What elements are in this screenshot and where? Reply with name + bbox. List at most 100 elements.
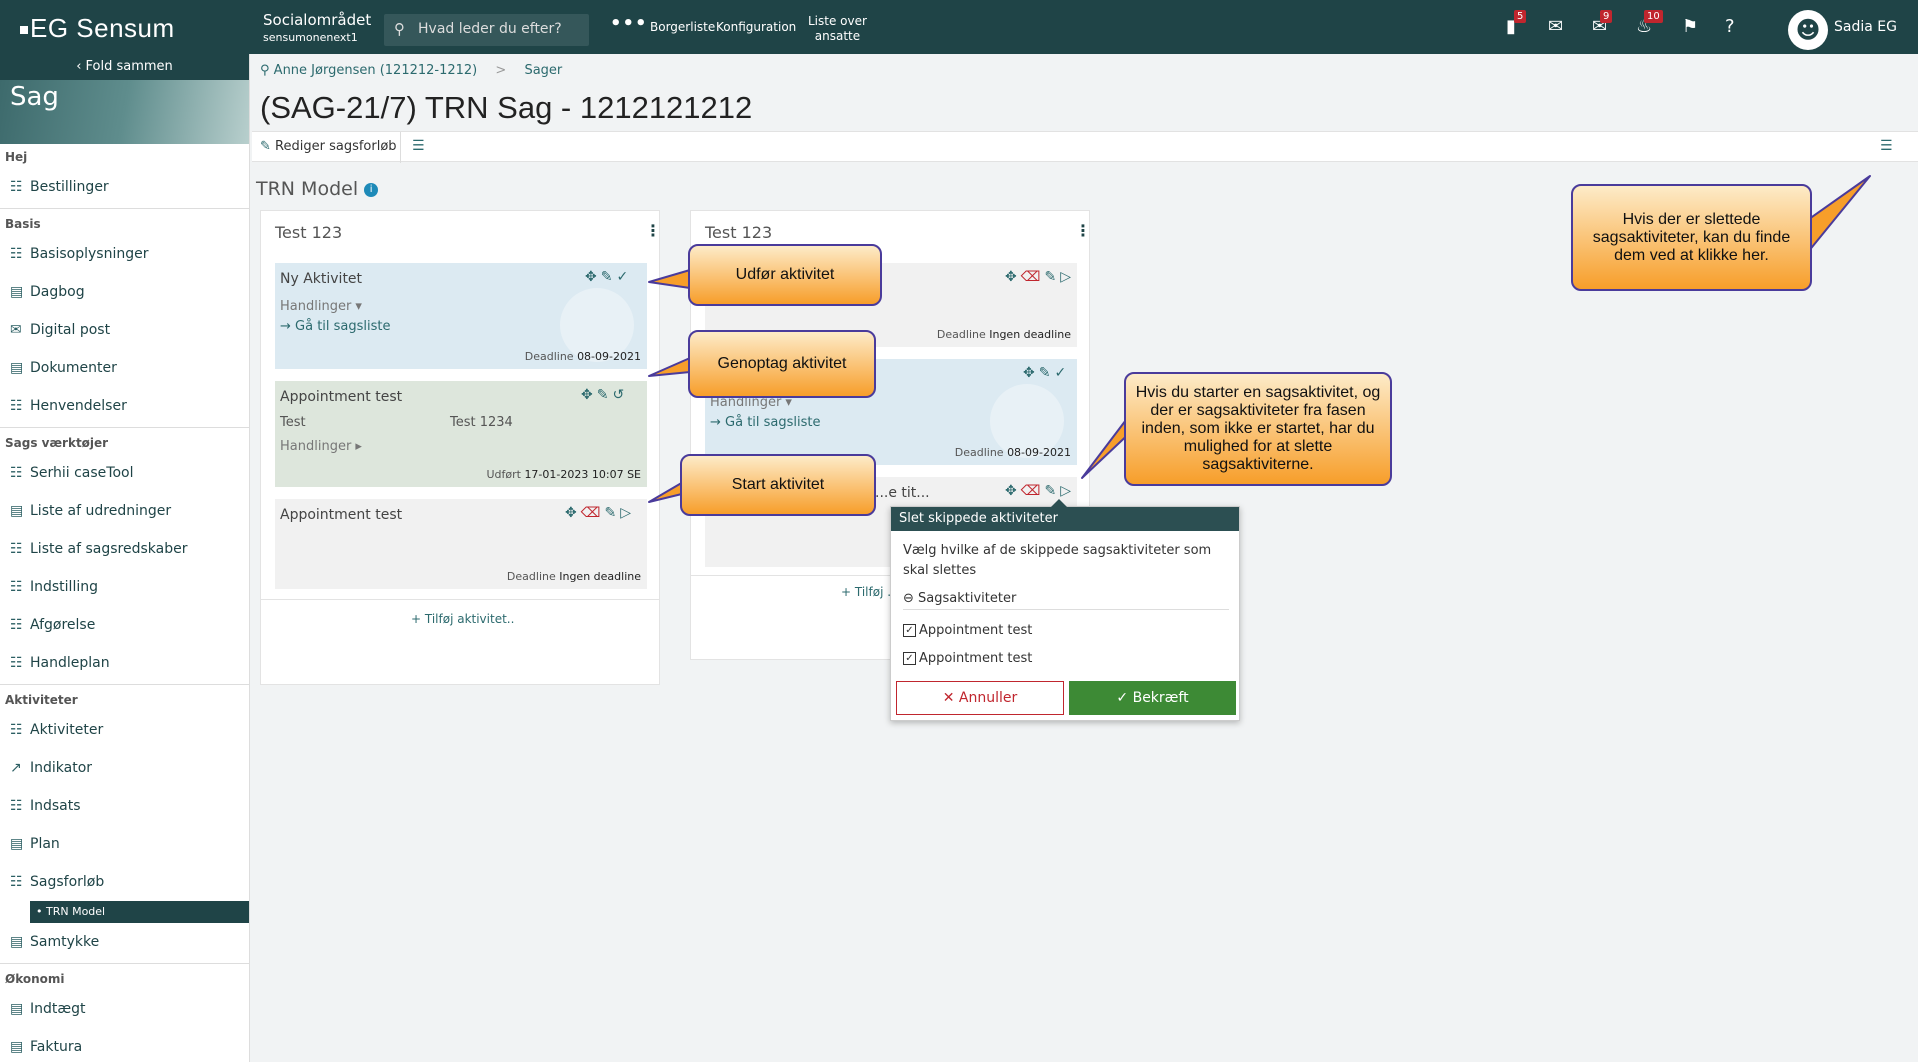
nav-configuration[interactable]: Konfiguration [716,20,797,34]
fold-sidebar-button[interactable]: ‹ Fold sammen [0,54,249,80]
bell-icon[interactable]: ♨10 [1636,10,1663,37]
clock-watermark-icon [560,288,634,362]
sidebar-item-sagsforlob[interactable]: ☷Sagsforløb [0,863,249,901]
goto-case-list-link[interactable]: → Gå til sagsliste [280,319,391,334]
document-icon: ▤ [10,934,24,950]
play-icon[interactable]: ▷ [620,505,636,521]
sidebar-item-plan[interactable]: ▤Plan [0,825,249,863]
activity-card[interactable]: Ny Aktivitet ✥✎✓ Handlinger ▾ → Gå til s… [275,263,647,369]
book-icon: ▤ [10,284,24,300]
sidebar-item-udredninger[interactable]: ▤Liste af udredninger [0,492,249,530]
sidebar-item-indsats[interactable]: ☷Indsats [0,787,249,825]
edit-case-flow-button[interactable]: ✎ Rediger sagsforløb [260,139,397,154]
pencil-icon[interactable]: ✎ [1044,269,1061,285]
cancel-button[interactable]: ✕ Annuller [896,681,1064,715]
breadcrumb-cases[interactable]: Sager [524,63,563,78]
sidebar-item-henvendelser[interactable]: ☷Henvendelser [0,387,249,425]
sidebar-item-bestillinger[interactable]: ☷Bestillinger [0,168,249,206]
model-title: TRN Model i [256,178,379,200]
tree-icon: ☷ [10,541,23,557]
sidebar-item-aktiviteter[interactable]: ☷Aktiviteter [0,711,249,749]
confirm-button[interactable]: ✓ Bekræft [1069,681,1236,715]
check-icon: ✓ [1116,690,1129,706]
add-activity-button[interactable]: + Tilføj aktivitet.. [411,612,515,626]
sidebar-item-dokumenter[interactable]: ▤Dokumenter [0,349,249,387]
move-icon[interactable]: ✥ [585,269,601,285]
sidebar-subitem-trn-model[interactable]: • TRN Model [30,901,249,923]
deadline: Deadline Ingen deadline [506,570,641,583]
sidebar-item-sagsredskaber[interactable]: ☷Liste af sagsredskaber [0,530,249,568]
user-name[interactable]: Sadia EG [1834,19,1897,35]
activity-checkbox[interactable]: ✓Appointment test [903,623,1032,638]
mail-icon[interactable]: ✉ [1548,16,1564,37]
kebab-menu-icon[interactable]: ⋮ [1075,221,1091,240]
activity-card[interactable]: Appointment test ✥⌫✎▷ Deadline Ingen dea… [275,499,647,589]
sidebar-item-samtykke[interactable]: ▤Samtykke [0,923,249,961]
callout-resume-activity: Genoptag aktivitet [688,330,876,398]
sidebar-item-indikator[interactable]: ↗Indikator [0,749,249,787]
info-icon[interactable]: i [364,182,379,197]
sidebar-item-digital-post[interactable]: ✉Digital post [0,311,249,349]
move-icon[interactable]: ✥ [1005,269,1021,285]
field-value: Test 1234 [450,415,513,430]
help-icon[interactable]: ? [1725,16,1735,37]
move-icon[interactable]: ✥ [1023,365,1039,381]
activity-title: ...e tit... [875,485,930,501]
pencil-icon[interactable]: ✎ [1038,365,1055,381]
sidebar-item-faktura[interactable]: ▤Faktura [0,1028,249,1062]
move-icon[interactable]: ✥ [581,387,597,403]
sidebar-item-serhii-casetool[interactable]: ☷Serhii caseTool [0,454,249,492]
activity-actions: ✥✎✓ [1023,365,1070,381]
activity-checkbox[interactable]: ✓Appointment test [903,651,1032,666]
activity-group-toggle[interactable]: ⊖ Sagsaktiviteter [903,591,1229,610]
document-icon: ▤ [10,1001,24,1017]
nav-citizen-list[interactable]: Borgerliste [650,20,716,34]
tree-icon: ☷ [10,798,23,814]
avatar-icon[interactable]: ☻ [1788,10,1828,50]
deleted-activities-filter-icon[interactable]: ☰ [1880,138,1893,154]
trash-icon[interactable]: ⌫ [1020,483,1045,499]
trash-icon[interactable]: ⌫ [580,505,605,521]
activity-card[interactable]: Appointment test ✥✎↺ Test Test 1234 Hand… [275,381,647,487]
bell-badge: 10 [1644,10,1663,23]
chat-icon[interactable]: ✉9 [1592,10,1613,37]
play-icon[interactable]: ▷ [1060,483,1076,499]
pencil-icon[interactable]: ✎ [1044,483,1061,499]
check-icon[interactable]: ✓ [616,269,633,285]
app-logo[interactable]: EG Sensum [20,13,175,44]
actions-dropdown[interactable]: Handlinger ▸ [280,439,362,454]
more-menu-icon[interactable]: ••• [610,13,648,34]
pencil-icon[interactable]: ✎ [604,505,621,521]
pencil-icon[interactable]: ✎ [600,269,617,285]
documents-icon[interactable]: ▮5 [1506,10,1527,37]
deadline: Deadline 08-09-2021 [524,350,641,363]
pencil-icon[interactable]: ✎ [596,387,613,403]
play-icon[interactable]: ▷ [1060,269,1076,285]
kebab-menu-icon[interactable]: ⋮ [645,221,661,240]
sidebar-item-indstilling[interactable]: ☷Indstilling [0,568,249,606]
clipboard-icon: ▤ [10,503,24,519]
sidebar-item-afgorelse[interactable]: ☷Afgørelse [0,606,249,644]
breadcrumb-person[interactable]: Anne Jørgensen (121212-1212) [273,63,478,78]
add-activity-button[interactable]: + Tilføj ... [841,585,899,599]
sidebar-item-dagbog[interactable]: ▤Dagbog [0,273,249,311]
move-icon[interactable]: ✥ [1005,483,1021,499]
goto-case-list-link[interactable]: → Gå til sagsliste [710,415,821,430]
sidebar-item-handleplan[interactable]: ☷Handleplan [0,644,249,682]
column-title: Test 123 [275,223,343,242]
move-icon[interactable]: ✥ [565,505,581,521]
trash-icon[interactable]: ⌫ [1020,269,1045,285]
sidebar-item-indtaegt[interactable]: ▤Indtægt [0,990,249,1028]
filter-icon[interactable]: ☰ [412,138,425,154]
actions-dropdown[interactable]: Handlinger ▾ [280,299,362,314]
bookmark-icon[interactable]: ⚑ [1682,16,1699,37]
actions-dropdown[interactable]: Handlinger ▾ [710,395,792,410]
search-input[interactable]: ⚲Hvad leder du efter? [384,14,589,46]
tree-icon: ☷ [10,874,23,890]
undo-icon[interactable]: ↺ [612,387,629,403]
check-icon[interactable]: ✓ [1054,365,1071,381]
activity-title: Appointment test [280,507,403,523]
sidebar-item-basisoplysninger[interactable]: ☷Basisoplysninger [0,235,249,273]
